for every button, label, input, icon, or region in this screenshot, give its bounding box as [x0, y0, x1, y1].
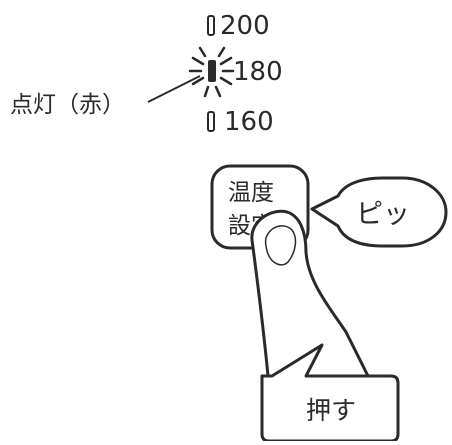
lit-indicator — [188, 46, 235, 98]
beep-text: ピッ — [356, 199, 410, 230]
press-text: 押す — [306, 396, 356, 425]
light-rays-icon — [188, 46, 235, 98]
indicator-160-lamp — [207, 111, 215, 132]
indicator-200-lamp — [207, 15, 215, 36]
lit-indicator-label: 点灯（赤） — [10, 92, 125, 118]
temperature-scale: 200 180 160 — [188, 11, 283, 137]
leader-line — [147, 75, 201, 103]
indicator-180-lamp — [208, 60, 216, 82]
temperature-value-160: 160 — [224, 107, 274, 137]
beep-bubble: ピッ — [310, 176, 448, 248]
temperature-value-180: 180 — [233, 57, 283, 87]
press-callout: 押す — [260, 343, 400, 443]
button-label-line1: 温度 — [228, 180, 274, 206]
temperature-value-200: 200 — [220, 11, 270, 41]
